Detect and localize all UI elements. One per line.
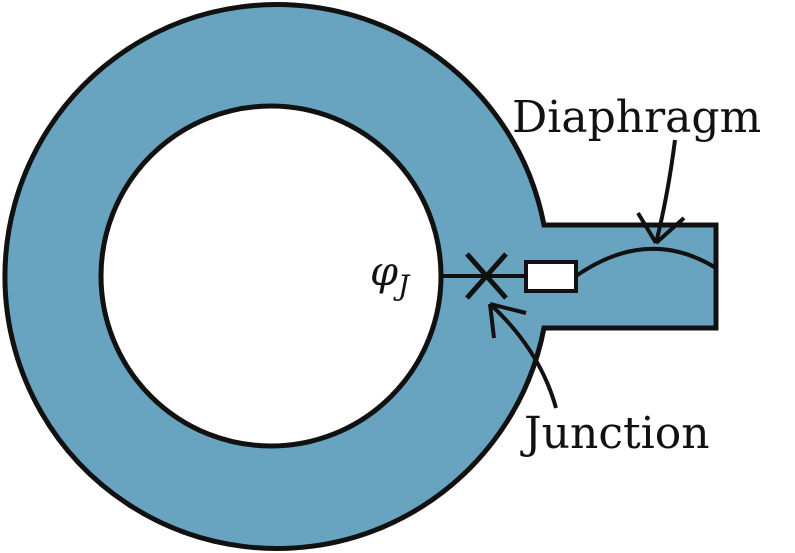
diaphragm-arrow-icon	[636, 139, 686, 245]
junction-label: Junction	[520, 408, 710, 459]
phase-label: φJ	[370, 249, 411, 302]
diaphragm-label: Diaphragm	[512, 92, 761, 143]
sensor-element	[524, 260, 578, 293]
phase-symbol: φ	[370, 249, 398, 295]
junction-arrow-icon	[488, 302, 558, 409]
junction-cross-icon	[465, 252, 508, 300]
phase-subscript: J	[393, 269, 411, 302]
diaphragm-curve	[574, 246, 718, 278]
